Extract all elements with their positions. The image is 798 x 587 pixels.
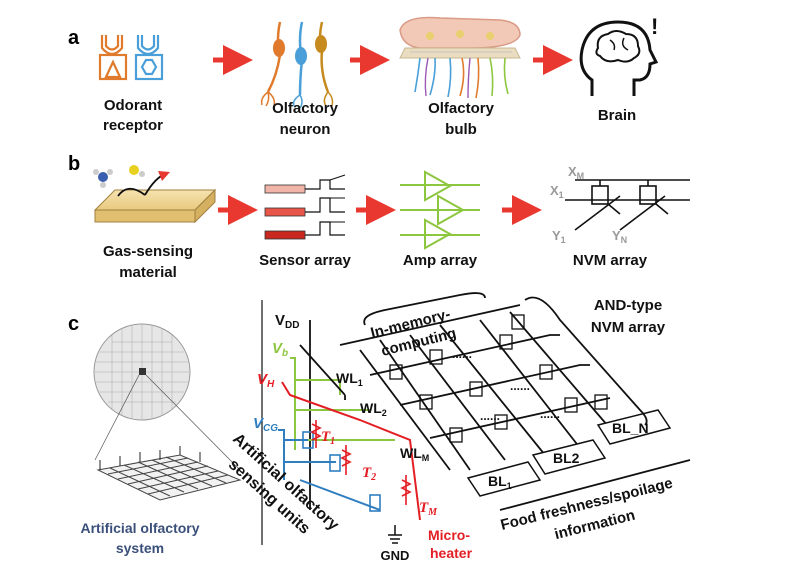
wl1-label: WL1 <box>336 370 363 388</box>
t2-label: T2 <box>362 465 376 483</box>
and-type-label-2: NVM array <box>591 319 666 336</box>
panel-letter-b: b <box>68 153 80 175</box>
heater-resistors <box>310 420 412 505</box>
vb-label: Vb <box>272 340 288 359</box>
nvm-yn-label: YN <box>612 228 627 245</box>
amp-array-icon <box>400 170 480 250</box>
panel-letter-a: a <box>68 27 80 49</box>
microheater-label-1: Micro- <box>428 527 470 543</box>
nvm-y1-label: Y1 <box>552 228 566 245</box>
bl1-label: BL1 <box>488 473 512 491</box>
olfactory-bulb-label-1: Olfactory <box>428 100 495 117</box>
nvm-grid <box>299 304 621 471</box>
bitline-boxes <box>466 409 672 497</box>
brain-label: Brain <box>598 107 636 124</box>
dots-3: ...... <box>480 409 500 423</box>
wlm-label: WLM <box>400 445 429 463</box>
olfactory-neuron-label-1: Olfactory <box>272 100 339 117</box>
wafer-icon <box>93 323 241 471</box>
nvm-brace <box>524 296 648 426</box>
bl2-label: BL2 <box>553 450 580 466</box>
sensor-mesh-icon <box>96 446 242 501</box>
nvm-xm-label: XM <box>568 164 584 181</box>
olfactory-neuron-icon <box>260 21 334 109</box>
panel-c: c Artificial olfactory system VDD <box>68 292 691 563</box>
sensor-array-label: Sensor array <box>259 252 351 269</box>
vh-label: VH <box>257 371 275 390</box>
brain-head-icon <box>579 20 659 96</box>
brain-exclaim: ! <box>651 14 658 39</box>
food-brace <box>499 459 691 511</box>
vcg-label: VCG <box>253 415 278 434</box>
olfactory-neuron-label-2: neuron <box>280 121 331 138</box>
dots-2: ...... <box>510 379 530 393</box>
gnd-symbol <box>388 525 402 544</box>
dots-4: ...... <box>540 407 560 421</box>
olfactory-bulb-icon <box>399 16 521 99</box>
vcg-wire <box>278 429 381 511</box>
wl2-label: WL2 <box>360 400 387 418</box>
dots-1: ...... <box>452 347 472 361</box>
nvm-array-label: NVM array <box>573 252 648 269</box>
olfactory-bulb-label-2: bulb <box>445 121 477 138</box>
odorant-receptor-label-2: receptor <box>103 117 163 134</box>
imc-brace <box>363 292 486 326</box>
amp-array-label: Amp array <box>403 252 478 269</box>
t1-label: T1 <box>321 429 335 447</box>
panel-b: b Gas-sensing material Sensor array <box>68 153 690 281</box>
bln-label: BL_N <box>612 420 649 436</box>
system-label-2: system <box>116 540 164 556</box>
sensor-array-icon <box>264 174 346 240</box>
nvm-array-icon <box>565 179 690 231</box>
odorant-receptor-icon <box>98 35 164 81</box>
gas-sensing-material-icon <box>93 165 217 224</box>
system-label-1: Artificial olfactory <box>80 520 199 536</box>
vdd-label: VDD <box>275 312 299 331</box>
microheater-label-2: heater <box>430 545 473 561</box>
tm-label: TM <box>419 500 438 518</box>
nvm-cells <box>389 314 608 443</box>
sensing-units-label: Artificial olfactory sensing units <box>225 430 342 537</box>
panel-a: a Odorant receptor Olfactory <box>68 14 658 138</box>
imc-label: In-memory- computing <box>369 306 458 360</box>
odorant-receptor-label-1: Odorant <box>104 97 162 114</box>
vh-wire <box>281 381 421 521</box>
nvm-x1-label: X1 <box>550 183 564 200</box>
panel-letter-c: c <box>68 313 79 335</box>
vb-wire <box>290 357 395 450</box>
gnd-label: GND <box>381 548 410 563</box>
gas-sensing-label-2: material <box>119 264 177 281</box>
and-type-label-1: AND-type <box>594 297 662 314</box>
gas-sensing-label-1: Gas-sensing <box>103 243 193 260</box>
